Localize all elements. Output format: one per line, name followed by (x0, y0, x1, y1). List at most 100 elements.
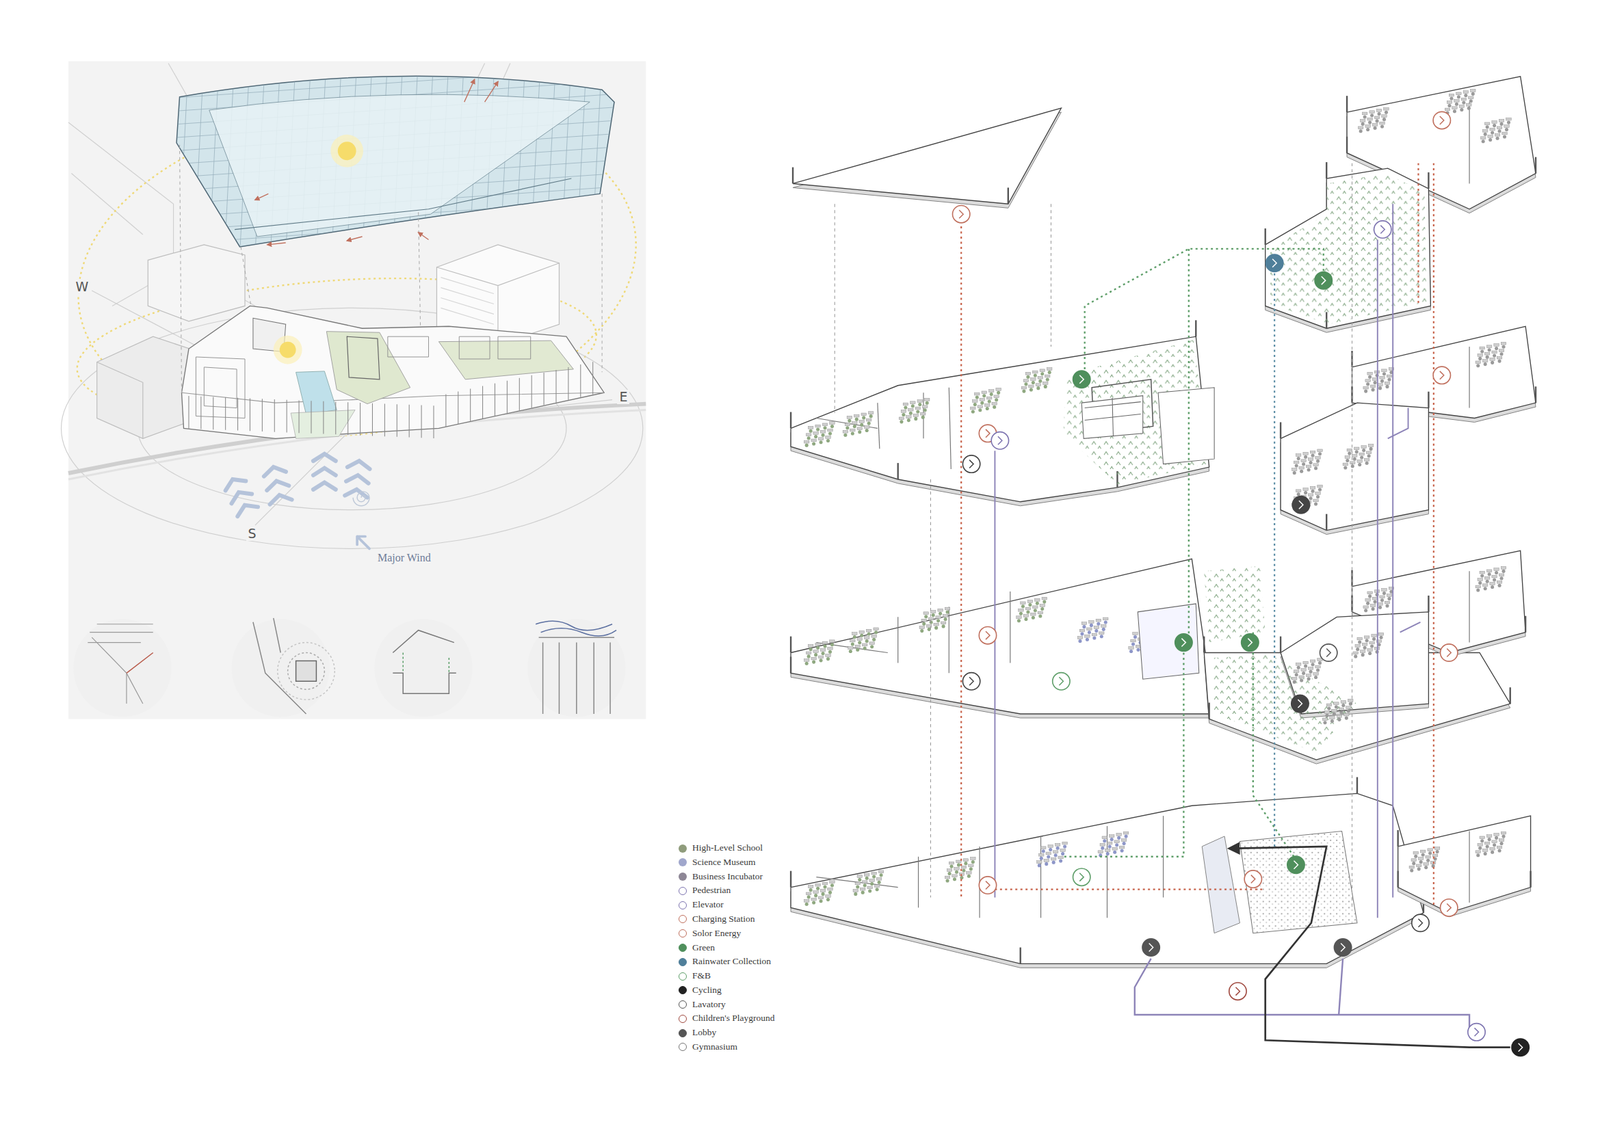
furniture (1367, 372, 1373, 375)
furniture (825, 436, 831, 440)
building-mass (482, 386, 483, 420)
furniture (1380, 125, 1384, 129)
furniture (877, 881, 882, 885)
furniture (1123, 831, 1129, 835)
program-icon (1297, 699, 1302, 708)
furniture (863, 873, 869, 877)
furniture (902, 402, 908, 406)
furniture (961, 866, 966, 869)
furniture (1095, 619, 1101, 622)
furniture (1380, 598, 1384, 602)
furniture (1498, 129, 1502, 133)
furniture (1467, 106, 1471, 111)
furniture (1463, 90, 1468, 94)
furniture (857, 878, 862, 882)
furniture (1292, 468, 1297, 472)
furniture (1493, 833, 1499, 837)
program-icon (985, 881, 990, 890)
furniture (917, 402, 922, 407)
furniture (956, 863, 961, 867)
furniture (1382, 117, 1386, 122)
building-mass (396, 404, 398, 438)
legend-text: Lobby (692, 1028, 717, 1039)
furniture (853, 635, 857, 639)
furniture (853, 892, 858, 897)
furniture (1454, 99, 1460, 102)
furniture (1327, 706, 1331, 711)
floor-plate (1396, 830, 1399, 847)
furniture (1365, 125, 1371, 128)
furniture (852, 632, 858, 636)
legend-swatch (678, 844, 687, 854)
floor-plate (792, 167, 794, 185)
furniture (823, 644, 828, 648)
furniture (1345, 458, 1349, 463)
furniture (830, 883, 834, 888)
floor-plate (1524, 616, 1527, 633)
furniture (1045, 852, 1051, 856)
furniture (1377, 112, 1382, 116)
furniture (1299, 675, 1304, 679)
furniture (1097, 850, 1103, 854)
furniture (943, 617, 948, 622)
furniture (1359, 129, 1363, 133)
furniture (1376, 109, 1382, 113)
furniture (805, 892, 811, 896)
furniture (929, 620, 934, 624)
furniture (1339, 710, 1343, 715)
legend-text: Cycling (692, 985, 722, 996)
wind-arrow (222, 474, 258, 517)
furniture (1353, 651, 1358, 655)
furniture (857, 875, 862, 879)
furniture (1420, 850, 1425, 854)
furniture (1361, 448, 1366, 453)
furniture (1028, 603, 1032, 607)
furniture (871, 634, 877, 638)
furniture (1370, 113, 1374, 117)
furniture (1032, 606, 1038, 609)
furniture (1030, 612, 1036, 616)
furniture (1080, 632, 1084, 637)
furniture (1372, 637, 1376, 641)
furniture (1484, 842, 1490, 845)
furniture (1484, 122, 1490, 126)
program-icon (1299, 500, 1304, 509)
furniture (952, 874, 957, 878)
furniture (963, 859, 968, 862)
furniture (1489, 847, 1495, 851)
furniture (1383, 107, 1389, 111)
furniture (1459, 108, 1464, 112)
detail-circle (277, 643, 336, 701)
furniture (829, 422, 835, 425)
context-lines (71, 173, 143, 235)
furniture (993, 395, 999, 399)
furniture (1301, 671, 1306, 676)
program-icon (1291, 694, 1309, 713)
furniture (1490, 131, 1494, 135)
furniture (811, 441, 816, 446)
furniture (1426, 859, 1430, 863)
furniture (1131, 642, 1135, 646)
furniture (1078, 639, 1082, 644)
furniture (1434, 847, 1440, 851)
floor-plate (1351, 570, 1353, 587)
furniture (813, 650, 819, 654)
furniture (1475, 361, 1481, 364)
furniture (1477, 578, 1483, 582)
furniture (1039, 857, 1044, 861)
furniture (813, 432, 819, 436)
furniture (940, 621, 946, 625)
furniture (1039, 853, 1044, 857)
furniture (1099, 843, 1105, 847)
furniture (1373, 600, 1377, 605)
legend-row: Lavatory (678, 1000, 726, 1011)
air-arrow (346, 236, 362, 241)
furniture (1062, 842, 1068, 845)
furniture (1039, 604, 1045, 608)
furniture (1493, 344, 1499, 347)
context-building (147, 244, 245, 322)
furniture (1359, 452, 1365, 456)
program-icon (959, 210, 964, 219)
furniture (869, 879, 875, 883)
